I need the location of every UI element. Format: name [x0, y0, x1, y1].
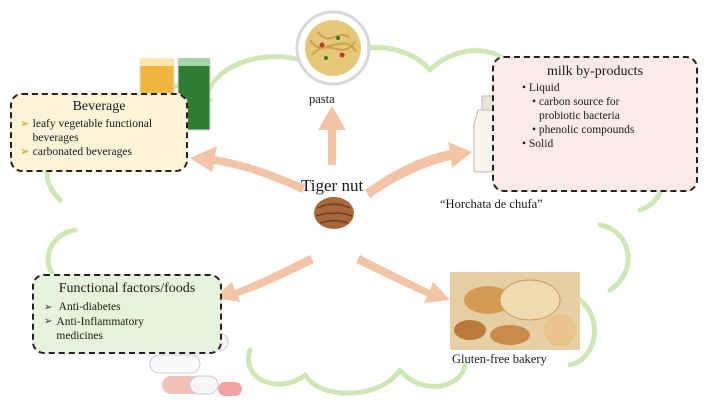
- milk-liquid-item-text: phenolic compounds: [538, 124, 635, 136]
- functional-title: Functional factors/foods: [58, 281, 196, 296]
- pasta-plate-image: [295, 10, 371, 86]
- bullet-dot-icon: •: [532, 96, 537, 108]
- milk-liquid-item-text: carbon source for probiotic bacteria: [539, 96, 620, 122]
- functional-item: ➢ Anti-Inflammatory medicines: [44, 315, 220, 343]
- bullet-dot-icon: •: [532, 124, 537, 136]
- bakery-label: Gluten-free bakery: [452, 352, 547, 366]
- milk-box: milk by-products • Liquid • carbon sourc…: [492, 56, 698, 192]
- arrow-to-bakery: [356, 255, 450, 303]
- bullet-arrow-icon: ➢: [20, 118, 30, 130]
- beverage-item-text: leafy vegetable functional beverages: [32, 118, 153, 144]
- arrow-to-milk: [365, 142, 472, 198]
- pasta-label: pasta: [309, 92, 335, 106]
- bullet-dot-icon: •: [522, 82, 527, 94]
- milk-liquid-item: • carbon source for probiotic bacteria: [532, 95, 696, 123]
- beverage-item-text: carbonated beverages: [32, 146, 132, 158]
- functional-box: Functional factors/foods ➢ Anti-diabetes…: [32, 274, 222, 354]
- milk-title: milk by-products: [546, 64, 644, 79]
- bullet-dot-icon: •: [522, 138, 527, 150]
- bullet-arrow-icon: ➢: [20, 146, 30, 158]
- bullet-arrow-icon: ➢: [44, 316, 53, 327]
- beverage-item: ➢ carbonated beverages: [20, 145, 186, 159]
- functional-item-text: Anti-Inflammatory medicines: [56, 316, 144, 342]
- beverage-title: Beverage: [72, 99, 126, 114]
- arrow-to-beverage: [190, 146, 305, 193]
- bullet-arrow-icon: ➢: [44, 302, 53, 313]
- arrow-to-functional: [214, 255, 314, 302]
- arrows: [190, 106, 472, 303]
- arrow-to-pasta: [318, 106, 346, 165]
- milk-liquid: • Liquid: [522, 81, 696, 95]
- milk-liquid-text: Liquid: [528, 82, 560, 94]
- functional-item-text: Anti-diabetes: [58, 301, 121, 313]
- horchata-caption: “Horchata de chufa”: [440, 197, 543, 211]
- milk-solid-text: Solid: [528, 138, 554, 150]
- tiger-nut-image: [314, 197, 354, 229]
- milk-liquid-item: • phenolic compounds: [532, 123, 696, 137]
- beverage-box: Beverage ➢ leafy vegetable functional be…: [10, 93, 188, 172]
- bakery-image: [450, 272, 580, 350]
- functional-item: ➢ Anti-diabetes: [44, 300, 220, 315]
- center-label: Tiger nut: [301, 176, 364, 195]
- beverage-item: ➢ leafy vegetable functional beverages: [20, 117, 186, 145]
- milk-solid: • Solid: [522, 137, 696, 151]
